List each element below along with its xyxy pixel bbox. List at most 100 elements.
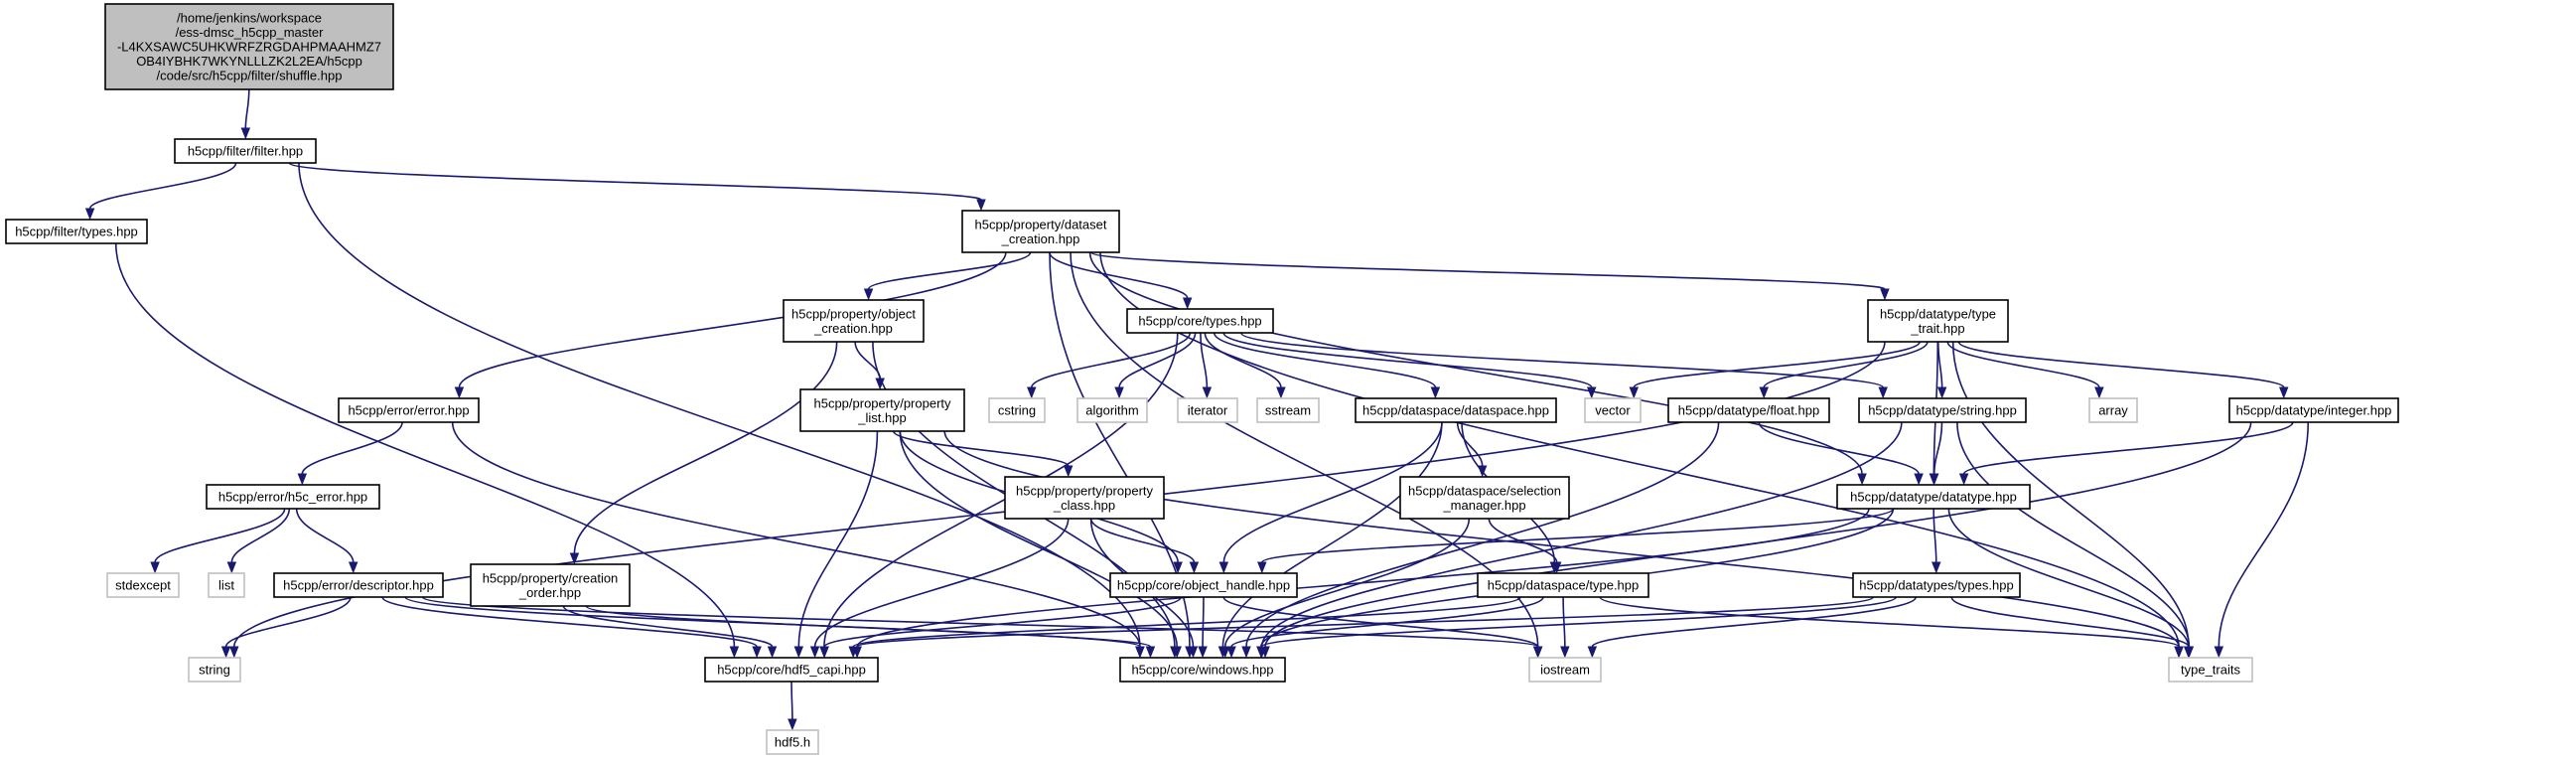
edge-dt-types-to-windows bbox=[1256, 596, 1898, 659]
node-box bbox=[104, 3, 394, 90]
node-h5c-error[interactable]: h5cpp/error/h5c_error.hpp bbox=[206, 484, 380, 510]
node-descriptor[interactable]: h5cpp/error/descriptor.hpp bbox=[273, 572, 444, 598]
edge-dt-types-to-type-traits bbox=[1950, 596, 2194, 659]
edge-property-list-to-hdf5-capi bbox=[793, 430, 879, 659]
node-box bbox=[5, 219, 148, 244]
node-label: stdexcept bbox=[115, 578, 171, 593]
node-ds-type[interactable]: h5cpp/dataspace/type.hpp bbox=[1477, 572, 1649, 598]
edge-dt-types-to-iostream bbox=[1587, 596, 1917, 659]
node-core-types[interactable]: h5cpp/core/types.hpp bbox=[1126, 308, 1274, 334]
node-dataspace[interactable]: h5cpp/dataspace/dataspace.hpp bbox=[1355, 397, 1557, 423]
node-creation-order[interactable]: h5cpp/property/creation_order.hpp bbox=[470, 563, 631, 607]
node-datatype[interactable]: h5cpp/datatype/datatype.hpp bbox=[1836, 484, 2031, 510]
edge-float-to-datatype bbox=[1758, 421, 1924, 486]
node-label: h5cpp/property/property bbox=[813, 395, 951, 410]
node-box bbox=[1528, 657, 1602, 683]
node-label: h5cpp/core/object_handle.hpp bbox=[1117, 578, 1290, 593]
node-box bbox=[799, 388, 965, 432]
edge-string-hpp-to-type-traits bbox=[1956, 421, 2195, 659]
node-box bbox=[988, 397, 1046, 423]
node-hdf5-h: hdf5.h bbox=[766, 729, 819, 755]
edge-core-types-to-dataspace bbox=[1213, 332, 1441, 399]
node-box bbox=[704, 657, 879, 683]
node-label: /home/jenkins/workspace bbox=[177, 11, 322, 26]
node-list: list bbox=[208, 572, 245, 598]
node-label: h5cpp/property/object bbox=[791, 306, 916, 321]
node-box bbox=[1867, 299, 2009, 343]
node-box bbox=[1004, 476, 1165, 520]
node-label: h5cpp/property/creation bbox=[483, 570, 619, 585]
node-label: _class.hpp bbox=[1053, 498, 1115, 513]
node-box bbox=[2168, 657, 2253, 683]
edge-h5c-error-to-list bbox=[226, 508, 291, 574]
node-error-error[interactable]: h5cpp/error/error.hpp bbox=[338, 397, 480, 423]
node-box bbox=[783, 299, 925, 343]
node-box bbox=[1256, 397, 1320, 423]
node-filter-types[interactable]: h5cpp/filter/types.hpp bbox=[5, 219, 148, 244]
edge-object-creation-to-creation-order bbox=[569, 341, 838, 565]
node-label: h5cpp/core/types.hpp bbox=[1138, 314, 1261, 329]
node-box bbox=[2088, 397, 2138, 423]
edge-root-to-filter-filter bbox=[240, 88, 251, 140]
node-dataset-creation[interactable]: h5cpp/property/dataset_creation.hpp bbox=[961, 210, 1120, 253]
node-label: h5cpp/property/property bbox=[1016, 483, 1154, 498]
node-label: list bbox=[218, 578, 234, 593]
node-array: array bbox=[2088, 397, 2138, 423]
node-label: array bbox=[2098, 403, 2128, 418]
edge-dataset-creation-to-error-error bbox=[454, 251, 1007, 399]
node-root[interactable]: /home/jenkins/workspace/ess-dmsc_h5cpp_m… bbox=[104, 3, 394, 90]
node-string-hpp[interactable]: h5cpp/datatype/string.hpp bbox=[1858, 397, 2027, 423]
edge-descriptor-to-string-std bbox=[220, 596, 352, 659]
node-algorithm: algorithm bbox=[1076, 397, 1148, 423]
node-label: _order.hpp bbox=[518, 585, 581, 600]
node-box bbox=[1858, 397, 2027, 423]
node-type-trait[interactable]: h5cpp/datatype/type_trait.hpp bbox=[1867, 299, 2009, 343]
node-layer: /home/jenkins/workspace/ess-dmsc_h5cpp_m… bbox=[5, 3, 2399, 755]
node-label: h5cpp/error/h5c_error.hpp bbox=[218, 490, 367, 505]
edge-type-trait-to-integer bbox=[1957, 341, 2289, 399]
node-box bbox=[1399, 476, 1570, 520]
node-type-traits: type_traits bbox=[2168, 657, 2253, 683]
node-label: -L4KXSAWC5UHKWRFZRGDAHPMAAHMZ7 bbox=[117, 40, 381, 55]
node-property-class[interactable]: h5cpp/property/property_class.hpp bbox=[1004, 476, 1165, 520]
node-vector: vector bbox=[1584, 397, 1642, 423]
edge-core-types-to-string-hpp bbox=[1239, 332, 1888, 399]
node-iterator: iterator bbox=[1177, 397, 1238, 423]
edge-descriptor-to-hdf5-capi bbox=[381, 596, 762, 659]
node-selection-manager[interactable]: h5cpp/dataspace/selection_manager.hpp bbox=[1399, 476, 1570, 520]
node-label: _manager.hpp bbox=[1442, 498, 1525, 513]
edge-type-trait-to-string-hpp bbox=[1936, 341, 1947, 399]
node-label: algorithm bbox=[1085, 403, 1138, 418]
node-string-std: string bbox=[188, 657, 241, 683]
node-label: /ess-dmsc_h5cpp_master bbox=[176, 25, 325, 40]
edge-ds-type-to-type-traits bbox=[1599, 596, 2184, 659]
node-box bbox=[1355, 397, 1557, 423]
edge-core-types-to-vector bbox=[1222, 332, 1597, 399]
node-dt-types[interactable]: h5cpp/datatypes/types.hpp bbox=[1852, 572, 2021, 598]
edge-creation-order-to-windows bbox=[585, 605, 1156, 659]
node-integer[interactable]: h5cpp/datatype/integer.hpp bbox=[2228, 397, 2399, 423]
node-hdf5-capi[interactable]: h5cpp/core/hdf5_capi.hpp bbox=[704, 657, 879, 683]
node-stdexcept: stdexcept bbox=[106, 572, 180, 598]
node-label: h5cpp/datatype/type bbox=[1880, 306, 1996, 321]
edge-filter-filter-to-dataset-creation bbox=[288, 162, 986, 212]
node-filter-filter[interactable]: h5cpp/filter/filter.hpp bbox=[174, 138, 317, 164]
node-property-list[interactable]: h5cpp/property/property_list.hpp bbox=[799, 388, 965, 432]
edge-dataset-creation-to-object-creation bbox=[863, 251, 1032, 301]
edge-selection-manager-to-windows bbox=[1219, 518, 1471, 659]
node-label: iostream bbox=[1540, 663, 1590, 678]
node-box bbox=[766, 729, 819, 755]
node-object-handle[interactable]: h5cpp/core/object_handle.hpp bbox=[1109, 572, 1298, 598]
node-object-creation[interactable]: h5cpp/property/object_creation.hpp bbox=[783, 299, 925, 343]
node-label: vector bbox=[1595, 403, 1631, 418]
node-windows[interactable]: h5cpp/core/windows.hpp bbox=[1119, 657, 1286, 683]
edge-dataset-creation-to-type-trait bbox=[1090, 251, 1890, 301]
edge-property-list-to-property-class bbox=[892, 430, 1073, 478]
edge-object-creation-to-property-list bbox=[854, 341, 885, 390]
node-box bbox=[174, 138, 317, 164]
node-box bbox=[1109, 572, 1298, 598]
node-label: h5cpp/error/descriptor.hpp bbox=[283, 578, 434, 593]
node-label: h5cpp/filter/filter.hpp bbox=[188, 144, 303, 159]
node-label: h5cpp/property/dataset bbox=[975, 217, 1107, 231]
node-float[interactable]: h5cpp/datatype/float.hpp bbox=[1667, 397, 1830, 423]
